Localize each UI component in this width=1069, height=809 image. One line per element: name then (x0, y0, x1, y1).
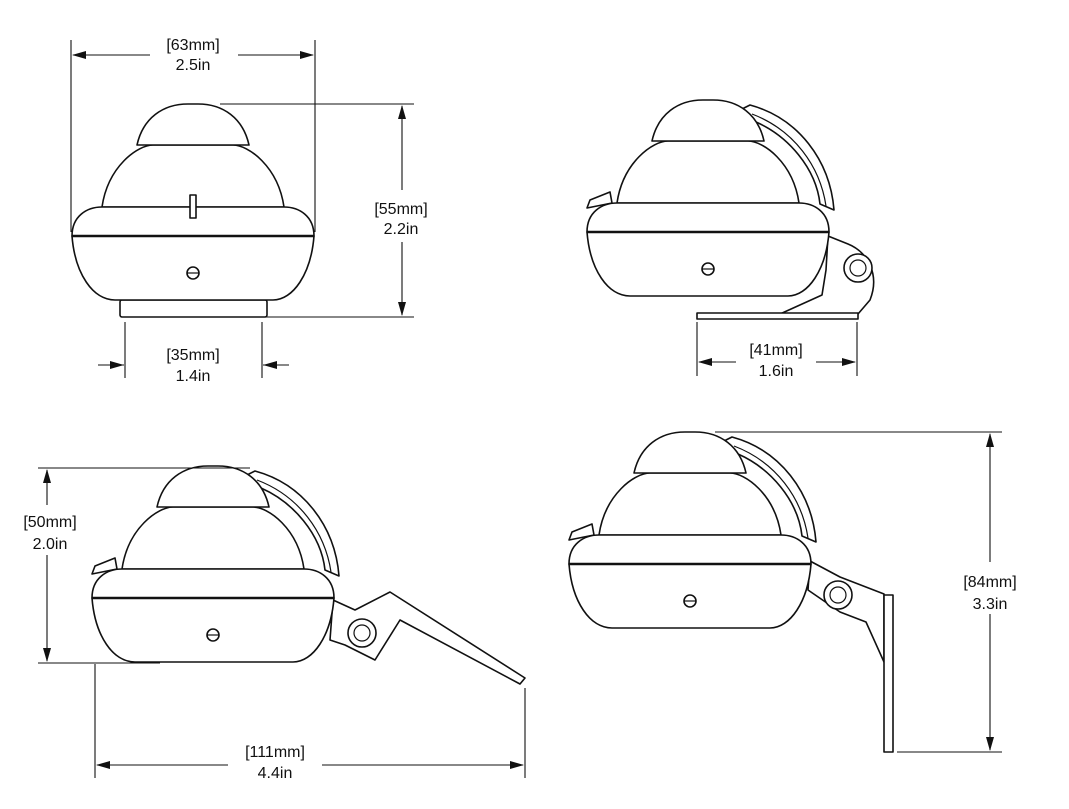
angled-length-in-label: 4.4in (258, 765, 293, 782)
angled-height-in-label: 2.0in (33, 536, 68, 553)
front-base-dimension: [35mm] 1.4in (98, 322, 289, 385)
vertical-height-in-label: 3.3in (973, 596, 1008, 613)
base-mm-label: [35mm] (166, 347, 219, 364)
side-angled-length-dimension: [111mm] 4.4in (94, 664, 526, 782)
side-flat-base-dimension: [41mm] 1.6in (696, 322, 858, 380)
angled-length-mm-label: [111mm] (245, 744, 305, 761)
side-vertical-height-dimension: [84mm] 3.3in (715, 431, 1017, 753)
side-view-vertical (567, 430, 894, 753)
width-mm-label: [63mm] (166, 37, 219, 54)
side-angled-height-dimension: [50mm] 2.0in (23, 467, 250, 664)
front-width-dimension: [63mm] 2.5in (70, 37, 316, 232)
front-height-dimension: [55mm] 2.2in (220, 103, 428, 318)
angled-height-mm-label: [50mm] (23, 514, 76, 531)
side-flat-in-label: 1.6in (759, 363, 794, 380)
side-flat-mm-label: [41mm] (749, 342, 802, 359)
width-in-label: 2.5in (176, 57, 211, 74)
height-mm-label: [55mm] (374, 201, 427, 218)
front-view (70, 102, 316, 318)
side-view-angled (90, 464, 526, 685)
side-view-flat (585, 98, 875, 320)
vertical-height-mm-label: [84mm] (963, 574, 1016, 591)
height-in-label: 2.2in (384, 221, 419, 238)
base-in-label: 1.4in (176, 368, 211, 385)
